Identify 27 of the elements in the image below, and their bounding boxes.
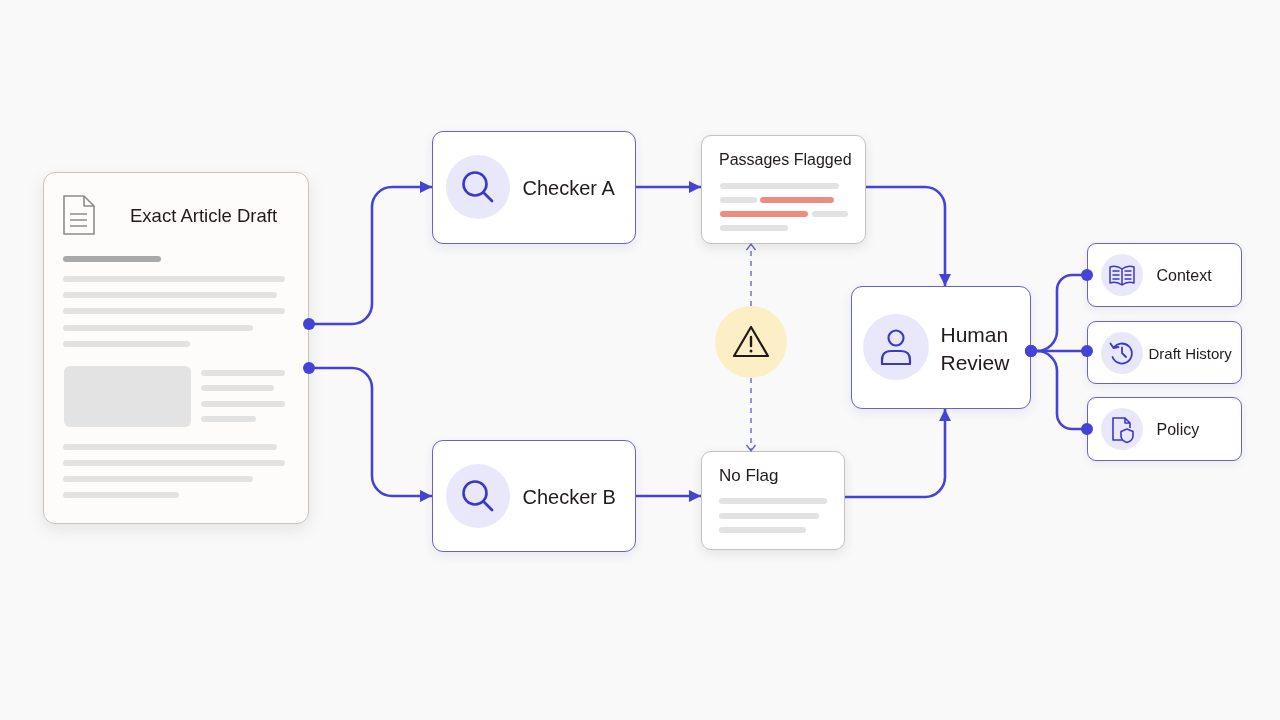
arrow [866, 185, 951, 286]
result-card [701, 451, 845, 550]
review-box [851, 286, 1031, 409]
checker-label: Checker B [522, 485, 616, 508]
arrow [303, 362, 432, 502]
connector-line [1025, 345, 1093, 435]
arrow [303, 181, 432, 330]
checker-label: Checker A [522, 176, 615, 199]
arrow [636, 181, 701, 193]
arrow [636, 490, 701, 502]
source-box [1087, 243, 1242, 307]
arrow [845, 409, 951, 499]
result-title: No Flag [719, 466, 779, 486]
source-box [1087, 397, 1242, 461]
source-box [1087, 321, 1242, 384]
source-label: Policy [1156, 420, 1200, 439]
dashed-arrow [745, 377, 757, 452]
checker-box [432, 440, 636, 552]
checker-box [432, 131, 636, 244]
result-card [701, 135, 866, 244]
result-title: Passages Flagged [719, 151, 852, 169]
review-label: Human Review [940, 321, 1011, 376]
document-title: Exact Article Draft [130, 205, 277, 227]
source-label: Context [1156, 266, 1212, 285]
dashed-arrow [745, 243, 757, 307]
source-label: Draft History [1148, 344, 1232, 361]
document-card [43, 172, 309, 524]
